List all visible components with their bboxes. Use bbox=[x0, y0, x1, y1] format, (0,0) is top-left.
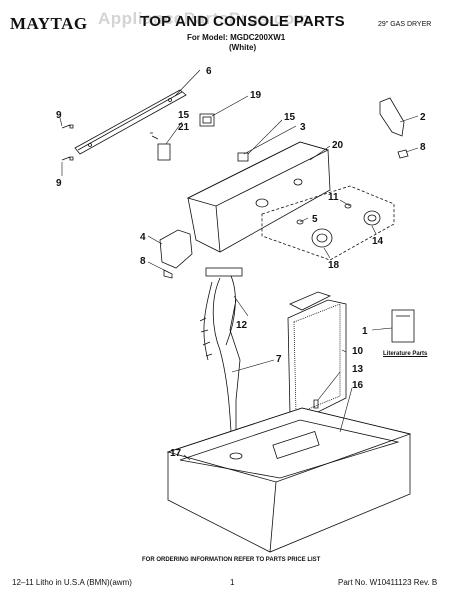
callout-number: 18 bbox=[328, 260, 340, 271]
brand-logo: MAYTAG bbox=[10, 14, 88, 33]
screw bbox=[397, 149, 409, 159]
litho-info: 12–11 Litho in U.S.A (BMN)(awm) bbox=[12, 578, 132, 587]
rear-panel bbox=[74, 89, 187, 155]
literature-parts-label: Literature Parts bbox=[383, 351, 428, 357]
callout-number: 16 bbox=[352, 380, 364, 391]
callout-number: 21 bbox=[178, 122, 190, 133]
callout-labels: 6 19 9 15 21 15 3 20 9 2 8 11 5 14 4 18 … bbox=[56, 66, 426, 459]
callout-number: 15 bbox=[284, 112, 296, 123]
screw bbox=[163, 269, 173, 279]
screw bbox=[313, 399, 319, 409]
callout-number: 15 bbox=[178, 110, 190, 121]
callout-number: 7 bbox=[276, 354, 282, 365]
knob bbox=[363, 210, 381, 226]
dryer-top bbox=[167, 407, 411, 553]
console-end-cap bbox=[159, 229, 193, 269]
part-number: Part No. W10411123 Rev. B bbox=[338, 578, 438, 587]
callout-number: 14 bbox=[372, 236, 384, 247]
model-number: For Model: MGDC200XW1 bbox=[187, 33, 286, 42]
timer-switch bbox=[157, 143, 171, 161]
knob bbox=[311, 228, 333, 248]
callout-number: 6 bbox=[206, 66, 212, 77]
console-bracket bbox=[379, 97, 405, 137]
callout-number: 2 bbox=[420, 112, 426, 123]
callout-number: 4 bbox=[140, 232, 146, 243]
switch-knob bbox=[237, 152, 249, 162]
callout-number: 9 bbox=[56, 110, 62, 121]
screw bbox=[61, 124, 74, 129]
ordering-note: FOR ORDERING INFORMATION REFER TO PARTS … bbox=[142, 557, 321, 563]
watermark: AppliancePartsPros.com bbox=[98, 9, 311, 28]
screw bbox=[61, 156, 74, 161]
callout-number: 5 bbox=[312, 214, 318, 225]
callout-number: 1 bbox=[362, 326, 368, 337]
wire-harness bbox=[203, 269, 241, 451]
product-type: 29" GAS DRYER bbox=[378, 21, 432, 28]
callout-number: 8 bbox=[140, 256, 146, 267]
page-number: 1 bbox=[230, 578, 235, 587]
callout-number: 3 bbox=[300, 122, 306, 133]
literature-booklet bbox=[391, 309, 415, 343]
callout-number: 13 bbox=[352, 364, 364, 375]
callout-number: 12 bbox=[236, 320, 248, 331]
page-title: TOP AND CONSOLE PARTS bbox=[140, 13, 345, 30]
callout-number: 20 bbox=[332, 140, 344, 151]
callout-number: 11 bbox=[328, 192, 339, 203]
callout-number: 8 bbox=[420, 142, 426, 153]
console-panel bbox=[187, 141, 331, 253]
callout-number: 17 bbox=[170, 448, 182, 459]
model-color: (White) bbox=[229, 43, 257, 52]
callout-number: 9 bbox=[56, 178, 62, 189]
callout-number: 19 bbox=[250, 90, 262, 101]
callout-number: 10 bbox=[352, 346, 364, 357]
